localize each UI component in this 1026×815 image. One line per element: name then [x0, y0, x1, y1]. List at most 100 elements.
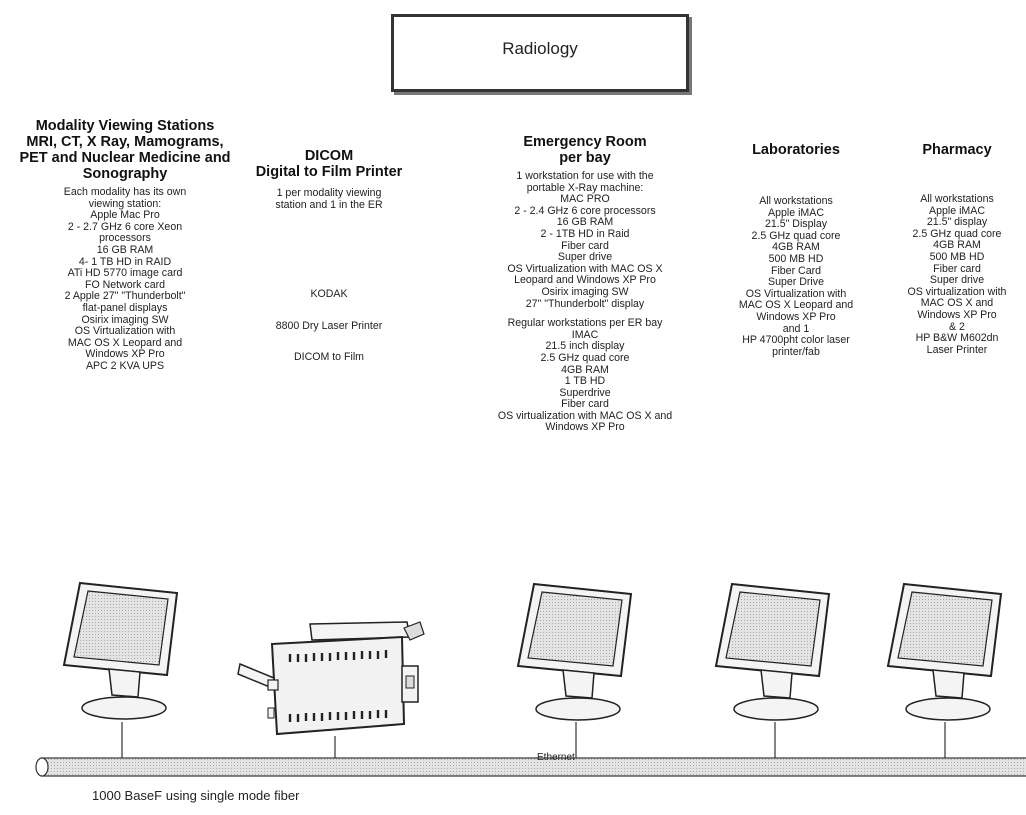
column-title-line: Digital to Film Printer [255, 164, 403, 180]
ethernet-label: Ethernet [537, 752, 575, 763]
spec-line: station and 1 in the ER [275, 198, 383, 211]
column-title-line: Emergency Room [523, 134, 647, 150]
column-title-line: PET and Nuclear Medicine and [19, 150, 231, 166]
column-title: DICOM Digital to Film Printer [248, 148, 410, 180]
spec-line: OS Virtualization with [745, 287, 847, 300]
spec-line: Super Drive [768, 276, 824, 289]
column-title: Emergency Room per bay [460, 134, 710, 166]
column-title-line: per bay [559, 150, 611, 166]
monitor-icon [714, 582, 831, 721]
spec-line: 500 MB HD [768, 252, 824, 265]
spec-line: All workstations [759, 195, 833, 207]
spec-line: 21.5" Display [764, 218, 828, 231]
column-modality: Modality Viewing Stations MRI, CT, X Ray… [2, 118, 248, 373]
spec-line: Leopard and Windows XP Pro [514, 274, 656, 287]
column-title: Modality Viewing Stations MRI, CT, X Ray… [2, 118, 248, 182]
spec-line: viewing station: [88, 197, 162, 210]
spec-line: 2.5 GHz quad core [540, 351, 630, 364]
spec-line: KODAK [310, 288, 348, 301]
column-body: All workstations Apple iMAC 21.5" Displa… [718, 195, 874, 358]
spec-line: 16 GB RAM [556, 216, 614, 229]
spec-line: Apple iMAC [929, 204, 985, 217]
monitor-icon [62, 581, 179, 720]
column-pharmacy: Pharmacy All workstations Apple iMAC 21.… [888, 142, 1026, 356]
spec-line: OS virtualization with MAC OS X and [497, 409, 673, 422]
title-box: Radiology [391, 14, 689, 92]
column-title-line: Sonography [82, 166, 168, 182]
monitor-icon [516, 582, 633, 721]
spec-line: Fiber card [561, 398, 609, 411]
spec-line: MAC OS X Leopard and [738, 299, 854, 312]
drop-lines [121, 722, 946, 760]
spec-line: 4- 1 TB HD in RAID [78, 255, 172, 268]
spec-line: Windows XP Pro [756, 310, 836, 323]
spec-line: and 1 [782, 322, 810, 335]
spec-line: 500 MB HD [929, 250, 985, 263]
spec-line: 21.5" display [926, 216, 988, 229]
column-er: Emergency Room per bay 1 workstation for… [460, 134, 710, 434]
spec-line: Apple iMAC [768, 206, 824, 219]
spec-line: 8800 Dry Laser Printer [275, 319, 383, 332]
column-title: Laboratories [718, 142, 874, 158]
spec-line: 1 TB HD [564, 375, 606, 388]
spec-line: 21.5 inch display [545, 340, 625, 353]
spec-line: & 2 [949, 320, 965, 333]
spec-line: Osirix imaging SW [81, 313, 169, 326]
spec-line: OS Virtualization with [74, 325, 176, 338]
spec-line: Super drive [557, 251, 613, 264]
spec-line: All workstations [920, 193, 994, 205]
spec-line: printer/fab [772, 345, 820, 358]
spec-line: APC 2 KVA UPS [85, 359, 165, 372]
spec-line: Windows XP Pro [85, 348, 165, 361]
spec-line: 27" "Thunderbolt" display [525, 297, 645, 310]
column-body: Each modality has its own viewing statio… [2, 186, 248, 373]
spec-line: MAC PRO [560, 193, 610, 206]
spec-line: 1 workstation for use with the [516, 170, 654, 182]
spec-line: MAC OS X and [920, 297, 994, 310]
spec-line: 2.5 GHz quad core [912, 227, 1002, 240]
spec-line: DICOM to Film [293, 351, 365, 364]
column-dicom: DICOM Digital to Film Printer 1 per moda… [248, 148, 410, 364]
spec-line: Each modality has its own [63, 186, 187, 198]
column-title-line: Pharmacy [922, 142, 992, 158]
spec-line: 4GB RAM [933, 239, 981, 252]
spec-line: 4GB RAM [561, 363, 609, 376]
column-body: 1 workstation for use with the portable … [460, 170, 710, 434]
spec-line: Superdrive [559, 386, 611, 399]
spec-line: HP 4700pht color laser [742, 334, 850, 347]
spec-line: Super drive [929, 274, 985, 287]
spec-line: 16 GB RAM [96, 243, 154, 256]
column-title-line: Laboratories [752, 142, 840, 158]
column-laboratories: Laboratories All workstations Apple iMAC… [718, 142, 874, 358]
spec-line: Fiber card [561, 239, 609, 252]
spec-line: ATi HD 5770 image card [67, 267, 183, 280]
column-title-line: Modality Viewing Stations [35, 118, 215, 134]
spec-line: 2 Apple 27" "Thunderbolt" [64, 290, 186, 303]
spec-line: 1 per modality viewing [276, 187, 382, 199]
spec-line: HP B&W M602dn [915, 332, 999, 345]
spec-line: portable X-Ray machine: [526, 181, 644, 194]
spec-line: MAC OS X Leopard and [67, 336, 183, 349]
printer-icon [237, 621, 425, 736]
spec-line: Regular workstations per ER bay [507, 317, 663, 330]
spec-line: 2 - 1TB HD in Raid [540, 227, 630, 240]
spec-line: processors [99, 232, 151, 245]
spec-line: IMAC [571, 328, 599, 341]
column-body: 1 per modality viewing station and 1 in … [248, 187, 410, 364]
column-body: All workstations Apple iMAC 21.5" displa… [888, 193, 1026, 356]
spec-line: OS Virtualization with MAC OS X [507, 262, 663, 275]
spec-line: FO Network card [84, 278, 166, 291]
monitor-icon [886, 582, 1003, 721]
spec-line: Windows XP Pro [545, 421, 625, 434]
network-note: 1000 BaseF using single mode fiber [92, 788, 300, 803]
spec-line: Laser Printer [926, 343, 988, 356]
diagram-title: Radiology [502, 39, 578, 58]
spec-line: Windows XP Pro [917, 308, 997, 321]
ethernet-cable [35, 757, 1026, 777]
spec-line: Apple Mac Pro [90, 209, 160, 222]
spec-line: flat-panel displays [82, 301, 168, 314]
spec-line: 2 - 2.7 GHz 6 core Xeon [67, 220, 183, 233]
spec-line: 2.5 GHz quad core [751, 229, 841, 242]
column-title: Pharmacy [888, 142, 1026, 158]
